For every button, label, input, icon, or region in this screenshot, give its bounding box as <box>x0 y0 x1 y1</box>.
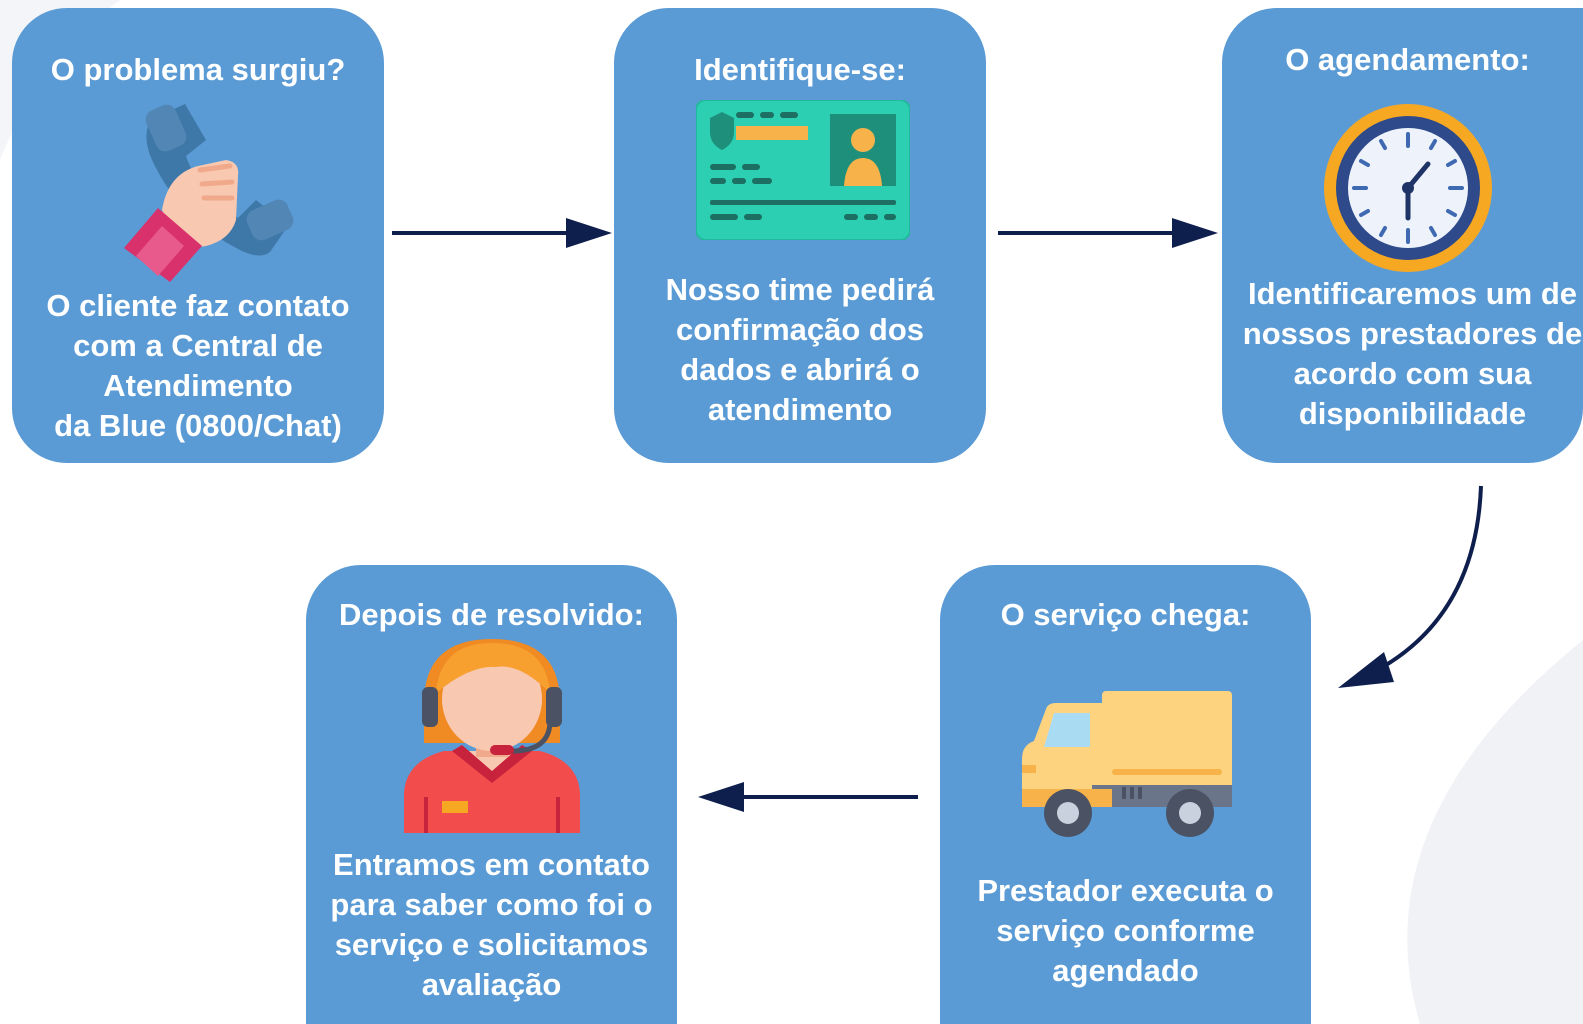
step-title: O serviço chega: <box>1000 597 1251 632</box>
step-title: Identifique-se: <box>694 52 906 87</box>
step-description: Prestador executa o serviço conforme age… <box>977 873 1274 988</box>
phone-handset-icon <box>110 100 300 290</box>
step-description: Nosso time pedirá confirmação dos dados … <box>665 272 935 427</box>
support-agent-icon <box>400 633 584 833</box>
step-description: Identificaremos um de nossos prestadores… <box>1242 276 1583 431</box>
clock-icon <box>1322 102 1494 274</box>
step-card-identify: Identifique-se: Nosso time pedirá c <box>614 8 986 463</box>
step-title: O agendamento: <box>1285 42 1530 77</box>
step-card-service-arrives: O serviço chega: Prestador executa o ser… <box>940 565 1311 1024</box>
step-description: Entramos em contato para saber como foi … <box>330 847 653 1002</box>
truck-icon <box>1020 689 1234 839</box>
step-title: Depois de resolvido: <box>339 597 644 632</box>
id-card-icon <box>695 99 911 241</box>
step-card-contact: O problema surgiu? O cliente faz contato… <box>12 8 384 463</box>
step-card-follow-up: Depois de resolvido: Entramos em contato… <box>306 565 677 1024</box>
step-title: O problema surgiu? <box>50 52 346 87</box>
step-description: O cliente faz contato com a Central de A… <box>46 288 350 443</box>
step-card-schedule: O agendamento: Ide <box>1222 8 1583 463</box>
